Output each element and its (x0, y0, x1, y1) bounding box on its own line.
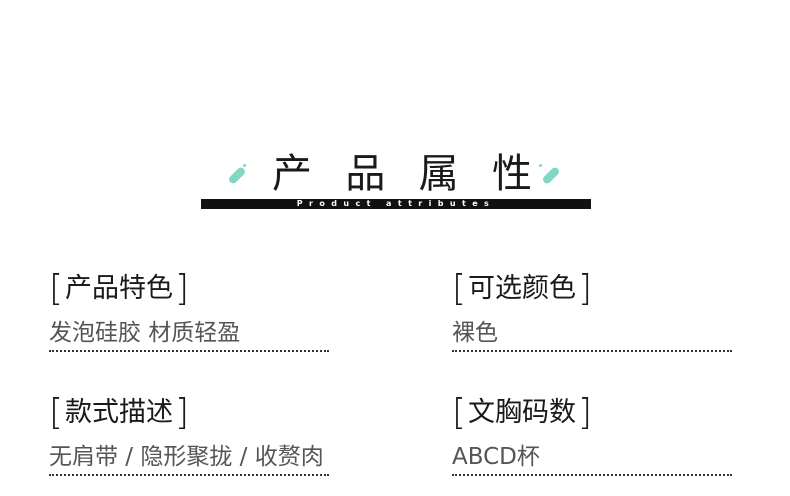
section-title-char: 品 (345, 151, 386, 197)
attribute-label: [ 可选颜色 ] (452, 268, 732, 310)
attribute-label-text: 可选颜色 (468, 273, 577, 304)
dotted-divider (49, 350, 329, 352)
right-bracket: ] (578, 268, 593, 309)
leaf-decoration-icon (541, 165, 561, 186)
leaf-decoration-icon (227, 165, 247, 186)
attribute-item: [ 文胸码数 ] ABCD杯 (452, 392, 732, 476)
attribute-label: [ 产品特色 ] (49, 268, 329, 310)
dotted-divider (452, 350, 732, 352)
right-bracket: ] (175, 392, 190, 433)
section-header: 产 品 属 性 Product attributes (0, 0, 790, 220)
subtitle-bar: Product attributes (201, 199, 591, 209)
attribute-label: [ 款式描述 ] (49, 392, 329, 434)
left-bracket: [ (452, 392, 467, 433)
dotted-divider (452, 474, 732, 476)
right-bracket: ] (578, 392, 593, 433)
dot-decoration-icon (539, 164, 542, 167)
attribute-item: [ 可选颜色 ] 裸色 (452, 268, 732, 352)
left-bracket: [ (452, 268, 467, 309)
section-title: 产 品 属 性 (272, 150, 532, 198)
dot-decoration-icon (243, 164, 246, 167)
attribute-label: [ 文胸码数 ] (452, 392, 732, 434)
attribute-label-text: 款式描述 (65, 397, 174, 428)
section-subtitle: Product attributes (296, 199, 496, 208)
section-title-char: 性 (491, 151, 532, 197)
left-bracket: [ (49, 268, 64, 309)
attribute-value: 发泡硅胶 材质轻盈 (49, 320, 241, 346)
right-bracket: ] (175, 268, 190, 309)
attribute-value: ABCD杯 (452, 444, 540, 470)
attribute-item: [ 款式描述 ] 无肩带 / 隐形聚拢 / 收赘肉 (49, 392, 329, 476)
dotted-divider (49, 474, 329, 476)
attribute-value: 裸色 (452, 320, 498, 346)
attribute-label-text: 文胸码数 (468, 397, 577, 428)
section-title-char: 产 (272, 151, 312, 197)
attribute-item: [ 产品特色 ] 发泡硅胶 材质轻盈 (49, 268, 329, 352)
attribute-label-text: 产品特色 (65, 273, 174, 304)
section-title-char: 属 (418, 151, 459, 197)
left-bracket: [ (49, 392, 64, 433)
attribute-value: 无肩带 / 隐形聚拢 / 收赘肉 (49, 444, 324, 470)
